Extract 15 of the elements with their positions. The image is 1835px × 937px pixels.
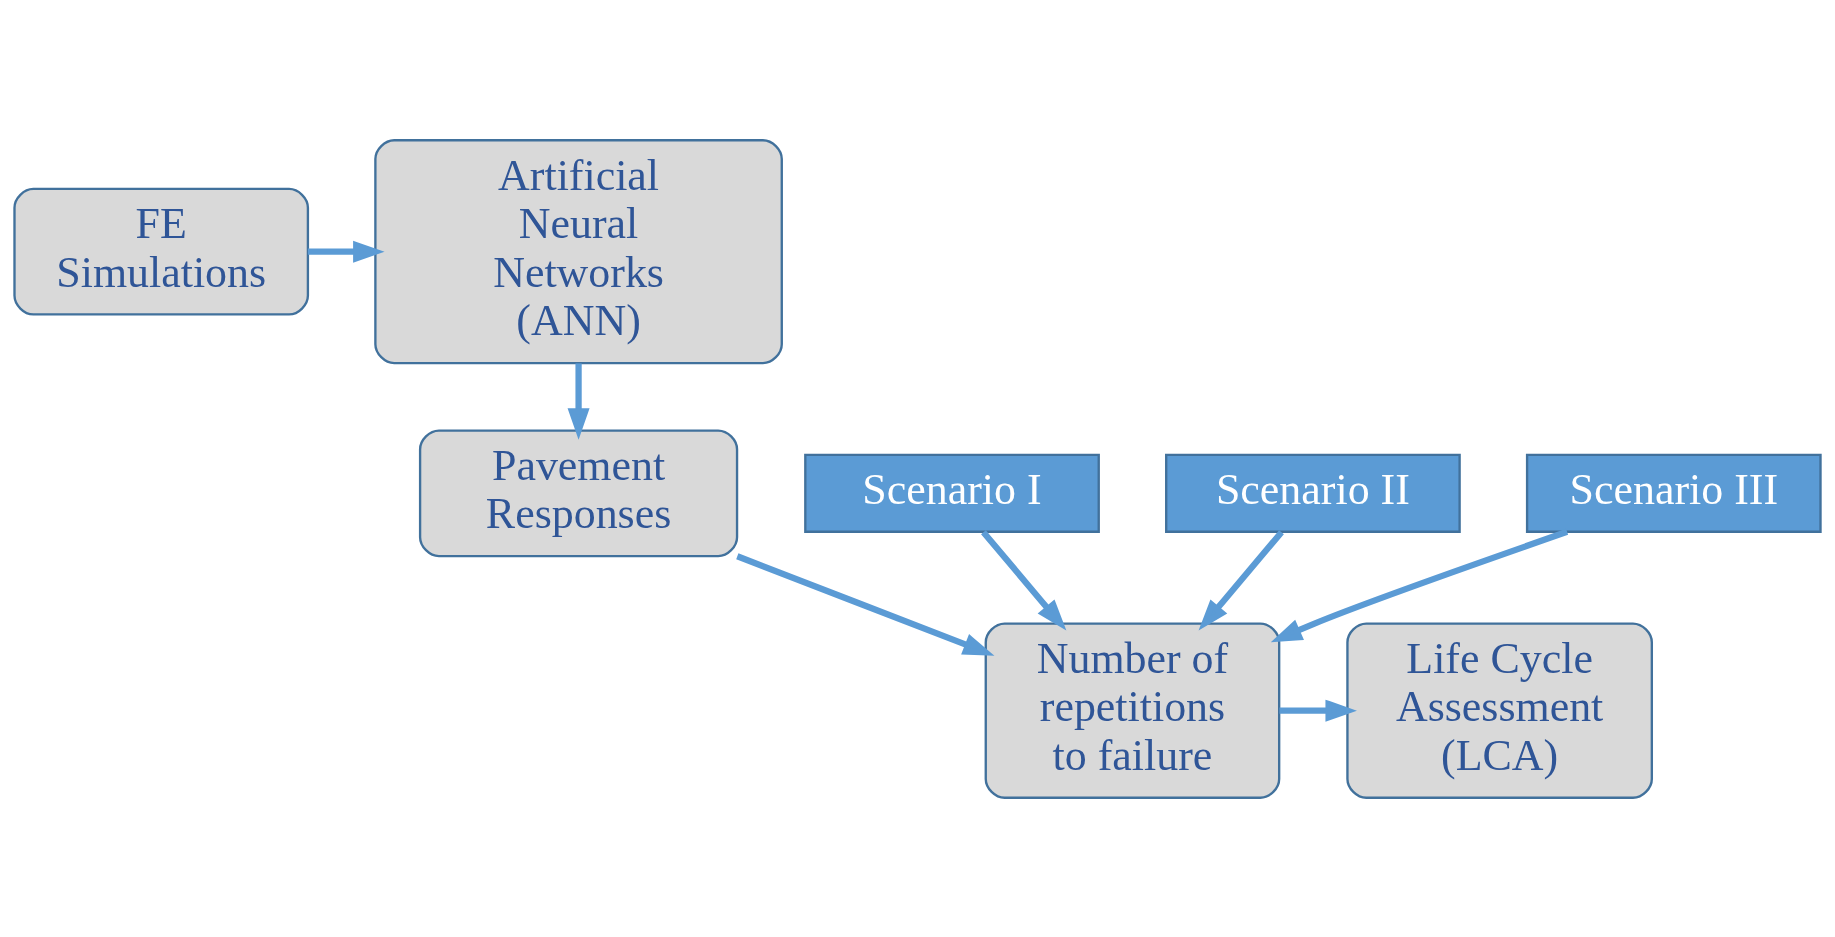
arrow (981, 529, 1067, 631)
node-box: Scenario III (1525, 453, 1822, 533)
arrow (1270, 528, 1569, 642)
node-box: Scenario I (804, 453, 1100, 533)
arrow (736, 552, 995, 656)
node-box: Life Cycle Assessment (LCA) (1346, 621, 1653, 799)
node-box: Pavement Responses (418, 428, 739, 557)
node-box: Scenario II (1165, 453, 1461, 533)
arrow (1279, 699, 1357, 722)
node-box: Artificial Neural Networks (ANN) (374, 138, 783, 364)
node-box: Number of repetitions to failure (984, 621, 1281, 799)
arrow (567, 362, 590, 440)
node-box: FE Simulations (13, 187, 310, 316)
arrow (1198, 529, 1284, 631)
arrow (307, 240, 385, 263)
